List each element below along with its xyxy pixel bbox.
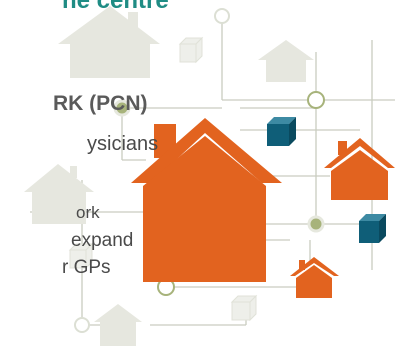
- house-icon: [290, 257, 339, 298]
- node-circle: [307, 91, 325, 109]
- node-circle: [214, 8, 230, 24]
- house-outline-icon: [94, 304, 142, 346]
- box-icon: [359, 214, 386, 243]
- box-icon: [267, 117, 296, 146]
- node-circle: [113, 99, 131, 117]
- section-heading: RK (PCN): [53, 92, 148, 115]
- faded-boxes: [68, 36, 258, 322]
- house-outline-icon: [58, 6, 160, 78]
- house-outline-icon: [258, 40, 314, 82]
- main-house-icon: [131, 118, 282, 282]
- body-text-line: ork: [76, 203, 100, 222]
- connection-nodes: [74, 8, 325, 333]
- house-icon: [324, 138, 395, 200]
- faded-houses: [24, 6, 314, 346]
- box-outline-icon: [178, 36, 204, 64]
- body-text-line: ysicians: [87, 133, 159, 155]
- node-circle: [307, 215, 325, 233]
- body-text-line: expand: [71, 230, 134, 251]
- node-circle: [74, 317, 90, 333]
- house-outline-icon: [24, 164, 94, 224]
- teal-boxes: [267, 117, 386, 243]
- box-outline-icon: [230, 294, 258, 322]
- box-outline-icon: [68, 242, 94, 270]
- body-text-line: r GPs: [62, 257, 111, 278]
- page-title: ne centre: [62, 0, 169, 14]
